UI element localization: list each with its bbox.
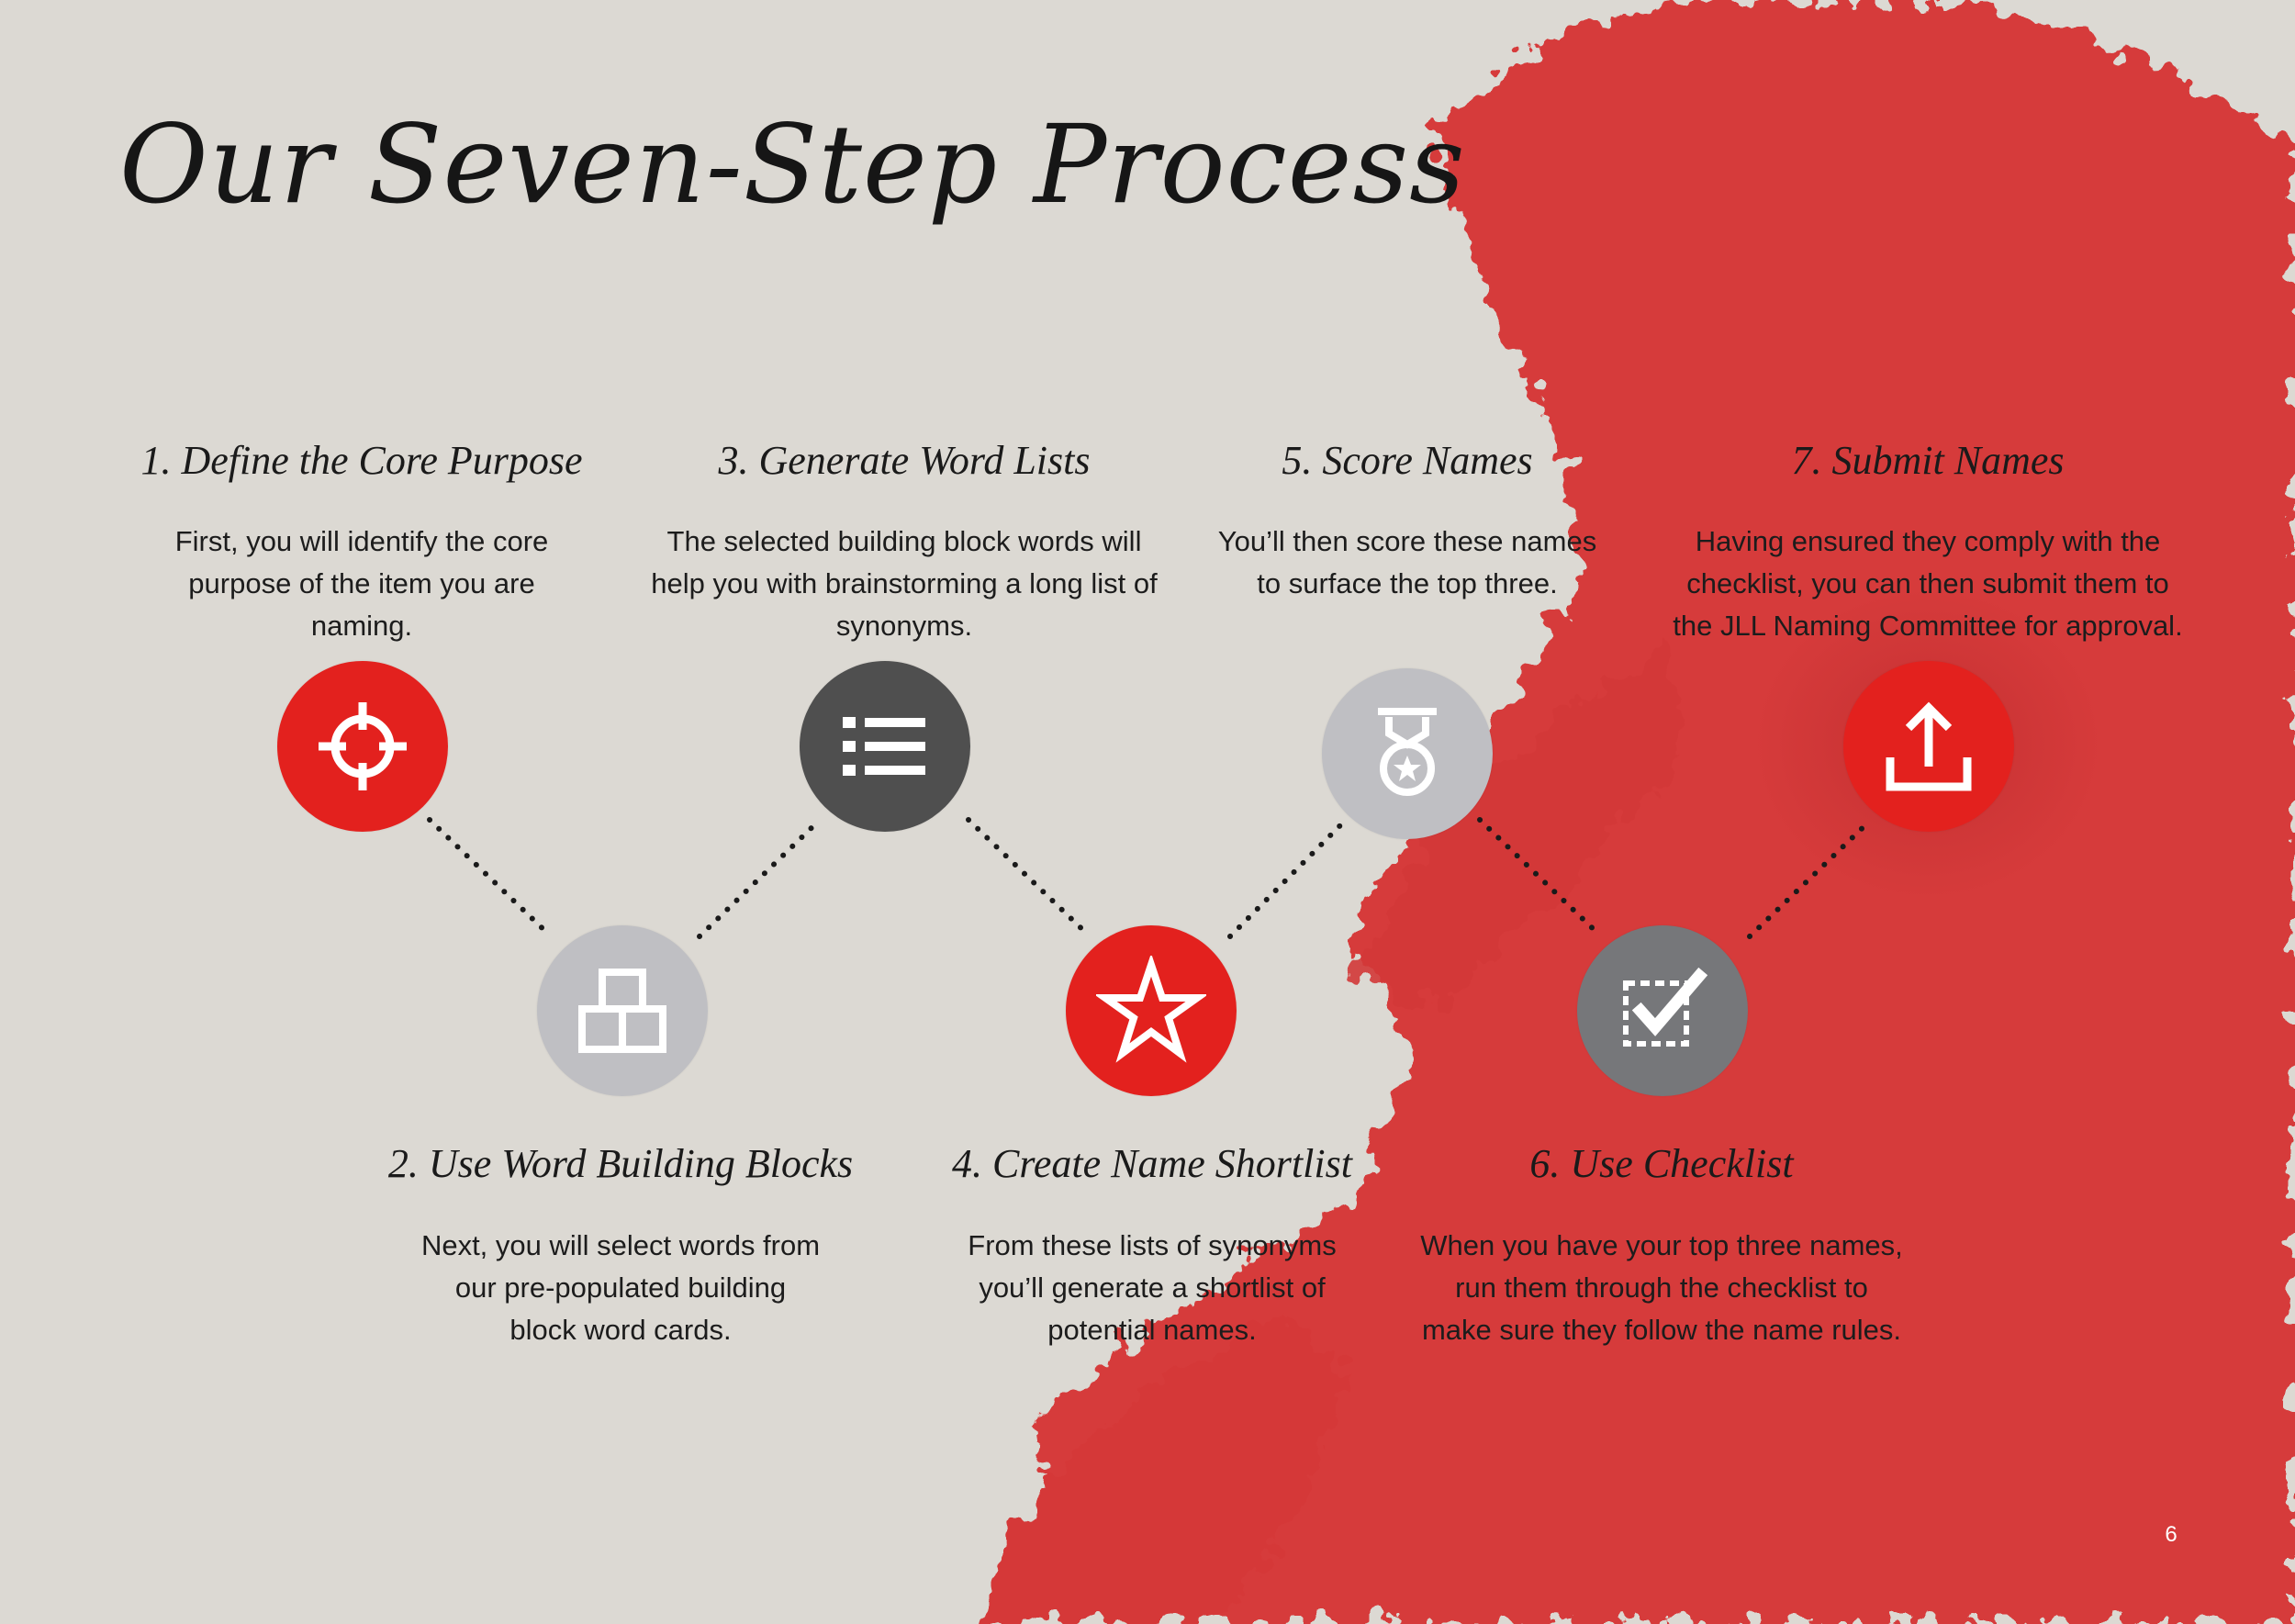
description-line: The selected building block words will [666,525,1142,557]
connector-4-5 [1227,817,1349,939]
description-line: When you have your top three names, [1420,1229,1903,1261]
step-description: You’ll then score these names to surface… [1178,521,1637,605]
description-line: help you with brainstorming a long list … [651,567,1158,599]
step-heading: 7. Submit Names [1791,438,2065,483]
connector-3-4 [966,817,1092,939]
step-description: When you have your top three names, run … [1409,1225,1914,1351]
description-line: purpose of the item you are [188,567,535,599]
description-line: synonyms. [835,610,973,642]
step-description: First, you will identify the core purpos… [132,521,591,647]
page-title: Our Seven-Step Process [119,101,1466,228]
page-number: 6 [2165,1522,2177,1547]
step-heading: 6. Use Checklist [1529,1141,1794,1186]
description-line: You’ll then score these names [1217,525,1597,557]
checkbox-icon [1623,967,1708,1047]
brush-main [1028,0,2295,1624]
building-blocks-icon [578,969,666,1053]
description-line: Having ensured they comply with the [1695,525,2161,557]
step-description: Having ensured they comply with the chec… [1657,521,2199,647]
description-line: our pre-populated building [454,1271,787,1304]
list-icon [843,717,925,776]
medal-icon [1378,708,1437,796]
brush-lower-left [973,1313,1349,1624]
step-heading: 2. Use Word Building Blocks [387,1141,854,1186]
crosshair-icon [319,702,407,790]
connector-5-6 [1477,817,1604,939]
description-line: checklist, you can then submit them to [1686,567,2169,599]
step-description: Next, you will select words from our pre… [391,1225,850,1351]
step-4-icon-circle [1066,925,1237,1096]
connector-1-2 [427,817,554,939]
step-2-icon-circle [537,925,708,1096]
step-description: From these lists of synonyms you’ll gene… [923,1225,1382,1351]
step-description: The selected building block words will h… [633,521,1175,647]
description-line: First, you will identify the core [174,525,549,557]
step-7-icon-circle [1843,661,2014,832]
description-line: potential names. [1047,1314,1257,1346]
connector-2-3 [697,817,823,939]
star-icon [1096,956,1206,1063]
upload-icon [1886,701,1972,791]
description-line: to surface the top three. [1257,567,1558,599]
step-heading: 1. Define the Core Purpose [140,438,583,483]
brush-mid-sweep [1359,643,1680,1010]
description-line: make sure they follow the name rules. [1421,1314,1902,1346]
description-line: naming. [310,610,413,642]
step-1-icon-circle [277,661,448,832]
description-line: block word cards. [509,1314,732,1346]
description-line: Next, you will select words from [420,1229,821,1261]
step-heading: 5. Score Names [1282,438,1533,483]
description-line: you’ll generate a shortlist of [979,1271,1326,1304]
description-line: the JLL Naming Committee for approval. [1673,610,2183,642]
step-6-icon-circle [1577,925,1748,1096]
connector-6-7 [1747,817,1874,939]
step-heading: 4. Create Name Shortlist [952,1141,1352,1186]
description-line: From these lists of synonyms [968,1229,1337,1261]
step-5-icon-circle [1322,668,1493,839]
step-3-icon-circle [800,661,970,832]
description-line: run them through the checklist to [1455,1271,1868,1304]
step-heading: 3. Generate Word Lists [718,438,1091,483]
